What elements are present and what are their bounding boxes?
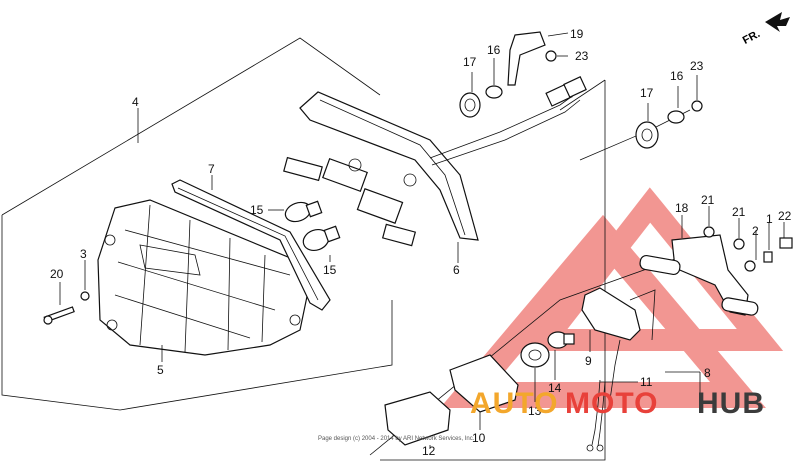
callout-numbers: 4 7 5 6 3 20 15 15 17 16 19 23 17 16 23 …	[50, 27, 792, 458]
callout-23-left: 23	[575, 49, 589, 63]
group-8-outline-right	[380, 80, 606, 461]
bulb-lower	[302, 225, 341, 251]
callout-22: 22	[778, 209, 792, 223]
callout-11: 11	[640, 375, 653, 389]
group-outline-corner	[559, 79, 606, 111]
callout-21-right: 21	[732, 205, 746, 219]
group-4-outline-bottom	[1, 215, 393, 411]
callout-1: 1	[766, 212, 773, 226]
callout-17-left: 17	[463, 55, 477, 69]
callout-3: 3	[80, 247, 87, 261]
watermark-auto: AUTO	[470, 387, 558, 420]
watermark-text: AUTO MOTO HUB	[470, 387, 765, 420]
lens-gasket	[171, 179, 331, 311]
callout-9: 9	[585, 354, 592, 368]
callout-16-right: 16	[670, 69, 684, 83]
callout-19: 19	[570, 27, 584, 41]
license-lens	[384, 391, 451, 446]
watermark-hub: HUB	[697, 387, 765, 420]
direction-label: FR.	[741, 28, 762, 47]
grommet-set-right	[635, 100, 703, 149]
arrow-icon	[765, 12, 790, 32]
callout-13: 13	[528, 404, 542, 418]
bulb-upper	[284, 200, 323, 223]
callout-15-upper: 15	[250, 203, 264, 217]
washer	[80, 291, 90, 301]
front-direction-indicator: FR.	[741, 12, 790, 47]
callout-18: 18	[675, 201, 689, 215]
callout-21-left: 21	[701, 193, 715, 207]
license-light-housing	[581, 287, 656, 401]
lens-screw	[43, 306, 75, 325]
copyright-text: Page design (c) 2004 - 2014 by ARI Netwo…	[318, 436, 475, 442]
license-wire	[586, 379, 606, 452]
license-bracket	[639, 226, 793, 316]
callout-16-left: 16	[487, 43, 501, 57]
callout-14: 14	[548, 381, 562, 395]
callout-6: 6	[453, 263, 460, 277]
tail-light-housing	[283, 76, 587, 247]
callout-23-right: 23	[690, 59, 704, 73]
callout-10: 10	[472, 431, 486, 445]
tail-lens	[97, 199, 311, 356]
callout-15-lower: 15	[323, 263, 337, 277]
bulb-socket	[520, 342, 550, 368]
callout-20: 20	[50, 267, 64, 281]
callout-17-right: 17	[640, 86, 654, 100]
license-lens-holder	[449, 354, 519, 413]
license-bulb	[547, 331, 575, 349]
watermark-triangle-outer	[440, 214, 766, 408]
callout-8: 8	[704, 366, 711, 380]
leader-lines	[59, 32, 785, 448]
group-4-outline-top	[1, 37, 381, 216]
callout-5: 5	[157, 363, 164, 377]
callout-12: 12	[422, 444, 436, 458]
callout-7: 7	[208, 162, 215, 176]
callout-2: 2	[752, 224, 759, 238]
watermark-moto: MOTO	[565, 387, 658, 420]
callout-4: 4	[132, 95, 139, 109]
grommet-set-left	[459, 31, 557, 118]
